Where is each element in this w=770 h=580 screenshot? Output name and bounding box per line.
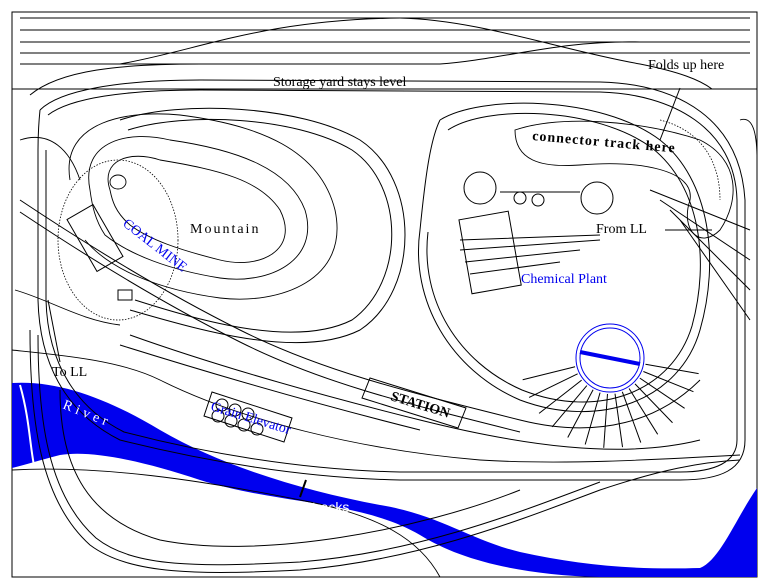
mountain-tunnel	[57, 159, 179, 321]
turntable-stall-track	[528, 373, 578, 398]
lower-level-arrow	[299, 479, 307, 498]
turntable-stall-track	[639, 377, 685, 409]
grain-elevator-building	[203, 391, 293, 443]
turntable-stall-track	[551, 385, 588, 428]
connector-tunnel	[659, 119, 721, 201]
turntable-stall-track	[643, 371, 694, 393]
coal-mine-building	[66, 203, 124, 273]
mainline-tracks	[29, 79, 746, 573]
chemical-plant-structures	[458, 171, 614, 295]
layout-border	[11, 11, 758, 578]
mountain-loop-tracks	[19, 107, 701, 450]
small-building	[117, 289, 133, 301]
to-ll-arrow	[47, 299, 61, 363]
folds-up-label: Folds up here	[648, 58, 724, 73]
turntable-stall-track	[522, 366, 576, 381]
storage-yard-tracks	[20, 17, 750, 96]
river-bridge	[19, 384, 36, 471]
turntable-stall-track	[634, 383, 673, 424]
turntable-stall-track	[538, 379, 582, 414]
turntable-stall-track	[614, 393, 624, 448]
terrain-contours	[11, 113, 758, 578]
river	[12, 382, 757, 577]
from-ll-label: From LL	[596, 222, 647, 237]
chemical-plant-label: Chemical Plant	[521, 272, 607, 287]
turntable-stall-track	[628, 388, 659, 435]
station-building	[361, 377, 467, 429]
to-ll-label: To LL	[52, 365, 87, 380]
turntable-stall-track	[621, 391, 642, 443]
turntable-stall-track	[645, 363, 699, 375]
turntable	[522, 323, 699, 448]
folds-up-arrow	[659, 87, 681, 141]
lower-level-label: lower level tracks	[242, 499, 349, 515]
storage-yard-label: Storage yard stays level	[273, 75, 406, 90]
turntable-stall-track	[584, 392, 601, 445]
turntable-stall-track	[567, 389, 594, 438]
mountain-label: Mountain	[190, 222, 260, 237]
turntable-stall-track	[603, 393, 608, 448]
